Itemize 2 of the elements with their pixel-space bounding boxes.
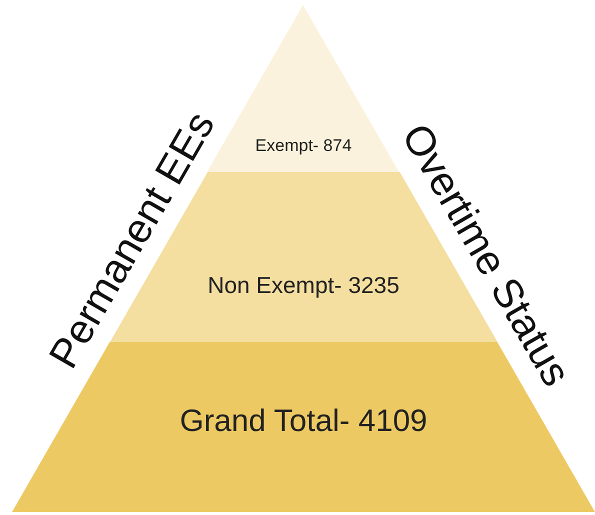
tier-label: Grand Total- 4109 — [178, 402, 428, 440]
tier-label: Exempt- 874 — [254, 135, 353, 157]
